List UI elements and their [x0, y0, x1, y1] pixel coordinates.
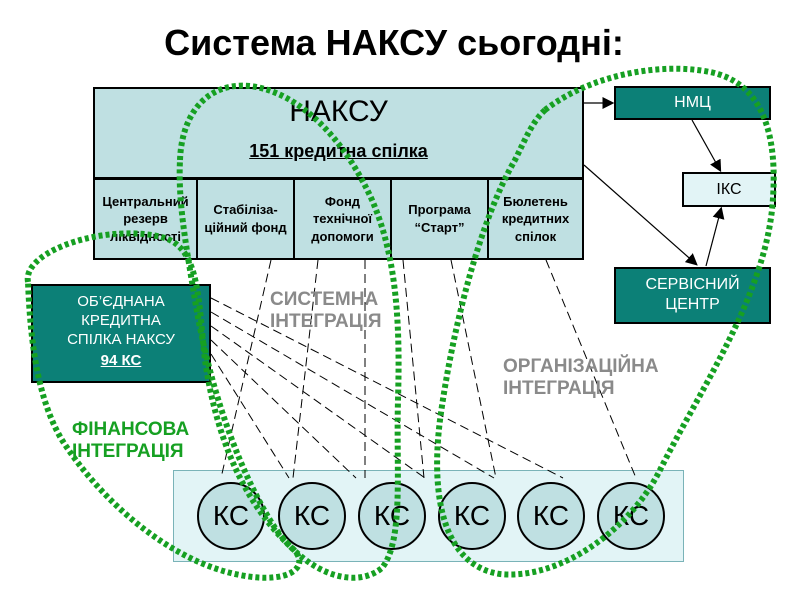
arrow-service-iks — [705, 206, 725, 267]
united-credit-union-box: ОБ’ЄДНАНА КРЕДИТНА СПІЛКА НАКСУ 94 КС — [31, 284, 211, 383]
united-line-3: СПІЛКА НАКСУ — [67, 331, 175, 348]
organizational-integration-line-1: ОРГАНІЗАЦІЙНА — [503, 356, 659, 377]
financial-integration-line-2: ІНТЕГРАЦІЯ — [72, 441, 184, 462]
financial-integration-oval — [24, 230, 303, 581]
ks-circle: КС — [278, 482, 346, 550]
service-center-line-1: СЕРВІСНИЙ — [645, 276, 740, 293]
connector-line — [220, 259, 272, 479]
ks-circle: КС — [517, 482, 585, 550]
connector-line — [210, 311, 495, 479]
naksu-box: НАКСУ 151 кредитна спілка — [93, 87, 584, 179]
organizational-integration-line-2: ІНТЕГРАЦІЯ — [503, 378, 615, 399]
ks-circle: КС — [197, 482, 265, 550]
connector-line — [210, 325, 426, 479]
cell-tech-assistance-fund: Фонд технічної допомоги — [293, 178, 392, 260]
arrow-naksu-service — [583, 164, 698, 266]
naksu-subtitle: 151 кредитна спілка — [249, 141, 428, 161]
organizational-integration-oval — [434, 65, 777, 578]
system-integration-line-2: ІНТЕГРАЦІЯ — [270, 311, 382, 332]
connector-line — [210, 353, 290, 479]
connector-line — [210, 339, 357, 479]
service-center-line-2: ЦЕНТР — [665, 296, 720, 313]
financial-integration-label: ФІНАНСОВА ІНТЕГРАЦІЯ — [72, 419, 189, 463]
united-line-2: КРЕДИТНА — [81, 312, 161, 329]
organizational-integration-label: ОРГАНІЗАЦІЙНА ІНТЕГРАЦІЯ — [503, 356, 659, 400]
iks-box: ІКС — [682, 172, 776, 207]
nmc-box: НМЦ — [614, 86, 771, 120]
united-line-1: ОБ’ЄДНАНА — [77, 293, 165, 310]
system-integration-line-1: СИСТЕМНА — [270, 289, 379, 310]
connector-line — [292, 259, 319, 479]
connector-line — [210, 297, 564, 479]
cell-stabilization-fund: Стабіліза-ційний фонд — [196, 178, 295, 260]
system-integration-label: СИСТЕМНА ІНТЕГРАЦІЯ — [270, 289, 382, 333]
cell-start-program: Програма “Старт” — [390, 178, 489, 260]
financial-integration-line-1: ФІНАНСОВА — [72, 419, 190, 440]
service-center-box: СЕРВІСНИЙ ЦЕНТР — [614, 267, 771, 324]
cell-bulletin: Бюлетень кредитних спілок — [487, 178, 584, 260]
page-title: Система НАКСУ сьогодні: — [164, 22, 624, 63]
connector-line — [402, 259, 425, 479]
system-integration-oval — [176, 82, 402, 581]
connector-line — [545, 259, 637, 479]
arrow-nmc-iks — [691, 119, 722, 173]
united-count: 94 КС — [100, 352, 142, 369]
connector-line — [450, 259, 497, 479]
